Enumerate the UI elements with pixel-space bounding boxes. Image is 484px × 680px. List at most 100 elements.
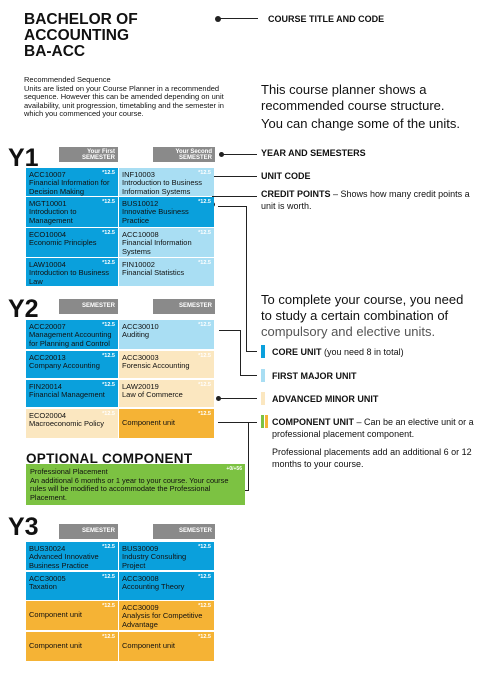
semester-header-y3-s1: SEMESTER bbox=[59, 524, 118, 539]
credit-points: *12.5 bbox=[198, 544, 211, 550]
credit-points: *12.5 bbox=[102, 603, 115, 609]
year-label-2: Y2 bbox=[8, 295, 39, 323]
unit-code: MGT10001 bbox=[29, 199, 67, 208]
credit-points: *12.5 bbox=[102, 574, 115, 580]
completion-text: To complete your course, you need to stu… bbox=[261, 292, 464, 323]
unit-code-annotation: UNIT CODE bbox=[261, 171, 311, 181]
unit-name: Taxation bbox=[29, 582, 57, 592]
unit-name: Auditing bbox=[122, 330, 150, 340]
sequence-heading: Recommended Sequence bbox=[24, 75, 111, 84]
core-note: (you need 8 in total) bbox=[324, 347, 404, 357]
year-label-1: Y1 bbox=[8, 144, 39, 172]
credit-points: *12.5 bbox=[102, 260, 115, 266]
unit-code: FIN20014 bbox=[29, 382, 62, 391]
major-legend: FIRST MAJOR UNIT bbox=[272, 371, 357, 381]
unit-name: Financial Management bbox=[29, 390, 105, 400]
credit-points: *12.5 bbox=[198, 230, 211, 236]
optional-heading: OPTIONAL COMPONENT bbox=[26, 451, 193, 466]
unit-code: ACC30010 bbox=[122, 322, 159, 331]
component-text: – Can be an elective unit or a professio… bbox=[272, 417, 474, 439]
optional-swatch bbox=[261, 415, 264, 428]
credit-points-annotation: CREDIT POINTS – Shows how many credit po… bbox=[261, 188, 476, 212]
credit-points: *12.5 bbox=[198, 574, 211, 580]
unit-name: Industry Consulting Project bbox=[122, 552, 187, 570]
credit-points: *12.5 bbox=[102, 634, 115, 640]
placement-text: An additional 6 months or 1 year to your… bbox=[30, 475, 229, 502]
unit-name: Component unit bbox=[122, 641, 175, 650]
unit-name: Macroeconomic Policy bbox=[29, 419, 105, 429]
placement-credit: +0/+56 bbox=[226, 466, 242, 472]
unit-name: Advanced Innovative Business Practice bbox=[29, 552, 99, 570]
unit-name: Financial Information Systems bbox=[122, 238, 192, 256]
unit-code: ECO10004 bbox=[29, 230, 67, 239]
planner-info-line2: You can change some of the units. bbox=[261, 116, 460, 131]
credit-points: *12.5 bbox=[102, 230, 115, 236]
unit-name: Introduction to Business Information Sys… bbox=[122, 178, 203, 196]
unit-name: Component unit bbox=[29, 610, 82, 619]
credit-points: *12.5 bbox=[198, 199, 211, 205]
unit-code: LAW10004 bbox=[29, 260, 66, 269]
unit-code: ACC30008 bbox=[122, 574, 159, 583]
semester-header-y3-s2: SEMESTER bbox=[153, 524, 215, 539]
planner-info-line1: This course planner shows a recommended … bbox=[261, 82, 445, 113]
core-legend: CORE UNIT (you need 8 in total) bbox=[272, 346, 404, 358]
credit-points: *12.5 bbox=[102, 170, 115, 176]
minor-swatch bbox=[261, 392, 265, 405]
credit-points: *12.5 bbox=[102, 382, 115, 388]
credit-points: *12.5 bbox=[198, 382, 211, 388]
unit-name: Company Accounting bbox=[29, 361, 100, 371]
course-title: BACHELOR OF ACCOUNTING BA-ACC bbox=[24, 12, 214, 60]
unit-code: ACC20013 bbox=[29, 353, 66, 362]
major-swatch bbox=[261, 369, 265, 382]
unit-name: Financial Statistics bbox=[122, 268, 185, 278]
credit-points: *12.5 bbox=[198, 353, 211, 359]
semester-header-y2-s1: SEMESTER bbox=[59, 299, 118, 314]
unit-code: BUS30009 bbox=[122, 544, 159, 553]
credit-points: *12.5 bbox=[102, 411, 115, 417]
placement-title: Professional Placement bbox=[30, 467, 108, 476]
unit-code: ECO20004 bbox=[29, 411, 67, 420]
credit-points: *12.5 bbox=[198, 603, 211, 609]
component-swatch bbox=[265, 415, 268, 428]
semester-header-y2-s2: SEMESTER bbox=[153, 299, 215, 314]
course-title-annotation: COURSE TITLE AND CODE bbox=[268, 14, 385, 24]
credit-points: *12.5 bbox=[198, 260, 211, 266]
credit-points: *12.5 bbox=[102, 353, 115, 359]
unit-code: LAW20019 bbox=[122, 382, 159, 391]
placement-note: Professional placements add an additiona… bbox=[272, 447, 472, 469]
unit-code: ACC20007 bbox=[29, 322, 66, 331]
credit-points: *12.5 bbox=[198, 322, 211, 328]
credit-points: *12.5 bbox=[198, 634, 211, 640]
unit-name: Management Accounting for Planning and C… bbox=[29, 330, 112, 348]
credit-points-text: – Shows how many credit points a unit is… bbox=[261, 189, 470, 211]
core-swatch bbox=[261, 345, 265, 358]
completion-info: To complete your course, you need to stu… bbox=[261, 292, 476, 340]
unit-name: Introduction to Management bbox=[29, 207, 77, 225]
unit-name: Component unit bbox=[122, 418, 175, 427]
professional-placement-box: +0/+56 Professional Placement An additio… bbox=[26, 464, 245, 505]
unit-code: BUS10012 bbox=[122, 199, 159, 208]
unit-name: Law of Commerce bbox=[122, 390, 183, 400]
unit-code: ACC10007 bbox=[29, 170, 66, 179]
unit-name: Analysis for Competitive Advantage bbox=[122, 611, 203, 629]
unit-code: ACC30003 bbox=[122, 353, 159, 362]
unit-name: Financial Information for Decision Makin… bbox=[29, 178, 110, 196]
